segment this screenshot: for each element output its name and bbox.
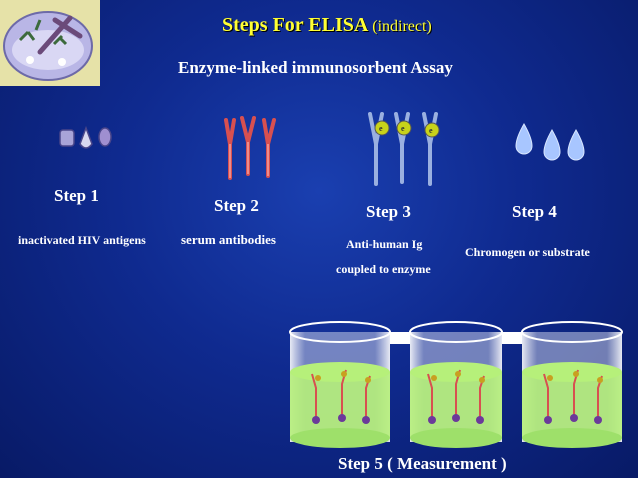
svg-text:e: e — [429, 126, 433, 135]
substrate-drops-icon — [514, 122, 588, 167]
elisa-logo-image — [0, 0, 100, 86]
step-1-label: Step 1 — [54, 186, 99, 205]
step-1-desc: inactivated HIV antigens — [18, 233, 146, 247]
svg-text:e: e — [379, 124, 383, 133]
page-title: Steps For ELISA (indirect) — [222, 14, 432, 37]
step-2-label: Step 2 — [214, 196, 259, 215]
microplate-wells-image — [286, 318, 636, 459]
step-4-label: Step 4 — [512, 202, 557, 221]
step-3-label: Step 3 — [366, 202, 411, 221]
serum-antibodies-icon — [222, 114, 282, 185]
step-3-desc-line2: coupled to enzyme — [336, 262, 431, 276]
step-3-desc-line1: Anti-human Ig — [346, 237, 423, 251]
title-sub: (indirect) — [372, 18, 432, 35]
step-4-desc: Chromogen or substrate — [465, 245, 590, 259]
title-main: Steps For ELISA — [222, 14, 368, 36]
step-5-label: Step 5 ( Measurement ) — [338, 454, 507, 473]
page-subtitle: Enzyme-linked immunosorbent Assay — [178, 58, 453, 77]
antigens-icon — [58, 124, 114, 159]
step-2-desc: serum antibodies — [181, 232, 276, 247]
svg-text:e: e — [401, 124, 405, 133]
